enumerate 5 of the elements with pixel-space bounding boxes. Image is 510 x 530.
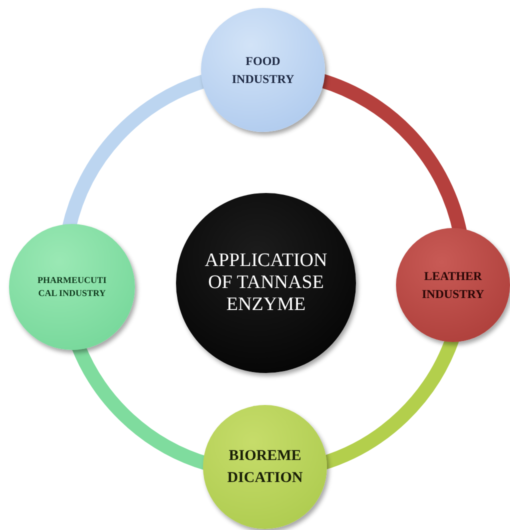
node-label: BIOREME DICATION (226, 446, 304, 488)
node-label: PHARMEUCUTI CAL INDUSTRY (36, 274, 108, 300)
node-label: LEATHER INDUSTRY (420, 268, 486, 303)
node-label: APPLICATION OF TANNASE ENZYME (204, 250, 328, 316)
node-label: FOOD INDUSTRY (230, 53, 296, 88)
